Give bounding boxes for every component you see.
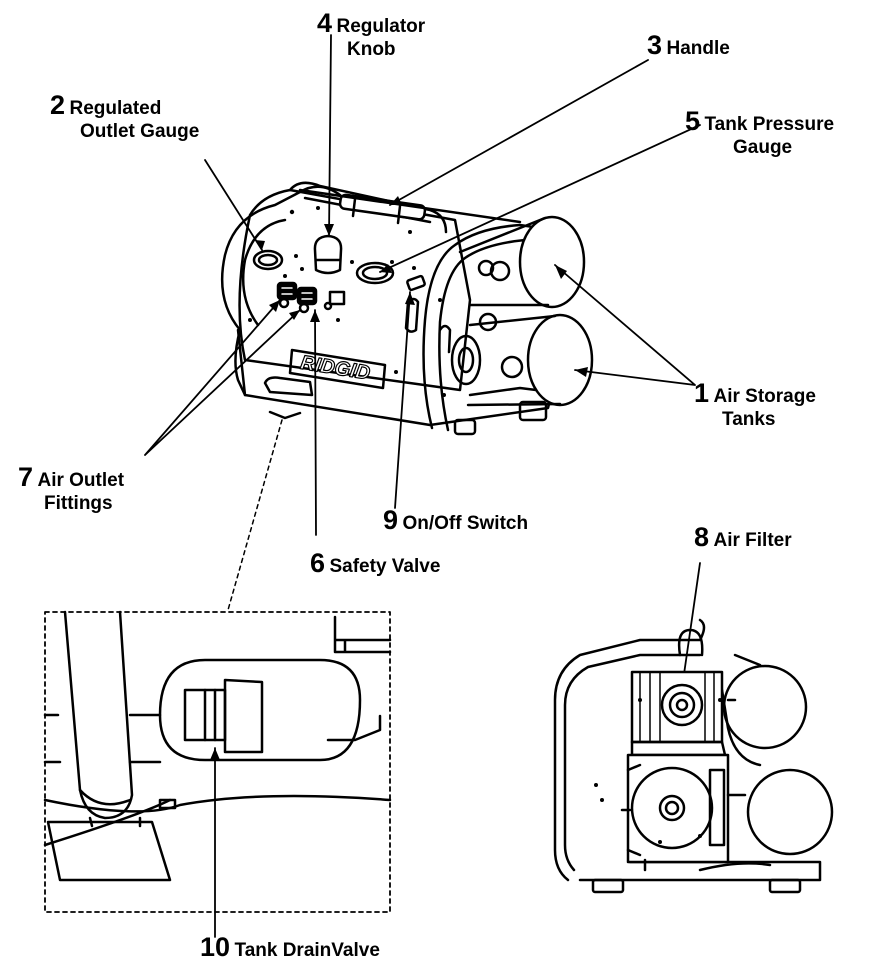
handle-grip — [338, 193, 427, 221]
callout-label: Regulator — [336, 16, 426, 37]
callout-label: Tank Pressure — [704, 114, 835, 135]
callout-1-air-storage-tanks: 1 Air Storage Tanks — [694, 378, 816, 431]
callout-label: On/Off Switch — [402, 513, 529, 534]
callout-7-air-outlet-fittings: 7 Air Outlet Fittings — [18, 462, 124, 515]
leader-lines — [144, 34, 701, 938]
callout-number: 3 — [647, 30, 663, 60]
regulated-outlet-gauge — [252, 249, 284, 271]
callout-2-regulated-outlet-gauge: 2 Regulated Outlet Gauge — [50, 90, 199, 143]
callout-label: Handle — [666, 38, 730, 59]
callout-label: Air Filter — [713, 530, 792, 551]
drain-valve-detail-inset — [43, 419, 392, 913]
compressor-main-view — [220, 181, 594, 436]
callout-label: Knob — [347, 39, 396, 61]
side-upper-tank — [722, 664, 808, 750]
callout-number: 6 — [310, 548, 326, 578]
callout-3-handle: 3 Handle — [647, 30, 730, 61]
on-off-switch — [406, 274, 426, 292]
side-lower-tank — [746, 768, 834, 856]
side-motor — [630, 766, 714, 850]
callout-number: 7 — [18, 462, 34, 492]
callout-number: 9 — [383, 505, 399, 535]
callout-label: Regulated — [69, 98, 162, 119]
callout-8-air-filter: 8 Air Filter — [694, 522, 792, 553]
callout-number: 4 — [317, 8, 333, 38]
callout-label: Air Storage — [713, 386, 816, 407]
front-housing — [238, 188, 472, 392]
callout-label: Outlet Gauge — [80, 121, 200, 143]
callout-number: 2 — [50, 90, 66, 120]
callout-label: Safety Valve — [329, 556, 441, 577]
regulator-knob — [313, 234, 343, 275]
side-air-filter — [660, 683, 704, 727]
callout-number: 8 — [694, 522, 710, 552]
callout-label: Air Outlet — [37, 470, 125, 491]
callout-label: Gauge — [733, 137, 793, 159]
callout-5-tank-pressure-gauge: 5 Tank Pressure Gauge — [685, 106, 834, 159]
callout-label: Fittings — [44, 493, 113, 515]
tank-pressure-gauge — [355, 261, 395, 285]
callout-number: 10 — [200, 932, 231, 962]
air-outlet-fittings — [276, 281, 318, 314]
callout-number: 1 — [694, 378, 710, 408]
callout-9-on-off-switch: 9 On/Off Switch — [383, 505, 528, 536]
callout-4-regulator-knob: 4 Regulator Knob — [317, 8, 425, 61]
upper-tank — [518, 215, 586, 309]
right-frame — [422, 223, 542, 430]
compressor-side-view — [553, 618, 834, 894]
callout-10-tank-drainvalve: 10 Tank DrainValve — [200, 932, 380, 963]
callout-6-safety-valve: 6 Safety Valve — [310, 548, 440, 579]
left-frame — [220, 185, 342, 332]
callout-label: Tank DrainValve — [234, 940, 380, 961]
safety-valve — [328, 290, 346, 306]
callout-number: 5 — [685, 106, 701, 136]
callout-label: Tanks — [722, 409, 776, 431]
lower-tank — [526, 313, 594, 407]
